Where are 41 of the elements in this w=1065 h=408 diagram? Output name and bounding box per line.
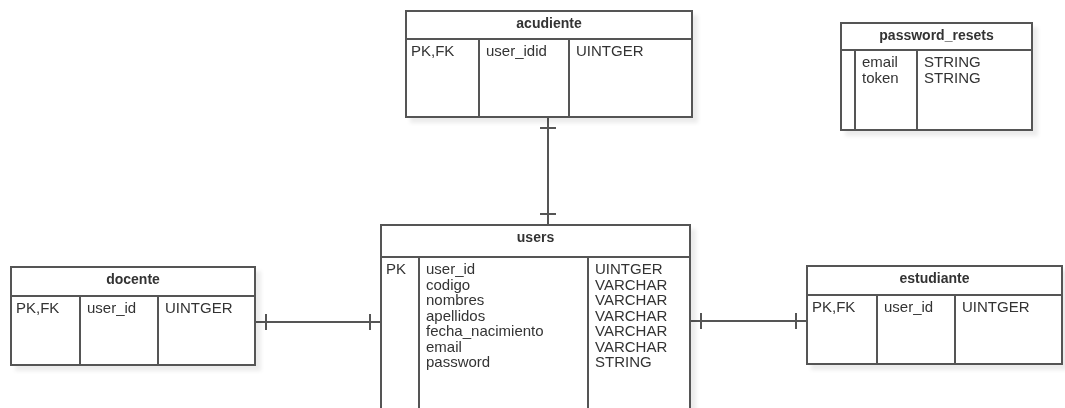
entity-table xyxy=(380,224,691,408)
table-name: estudiante xyxy=(899,270,970,286)
entity-table xyxy=(405,10,693,118)
table-name: users xyxy=(516,229,555,245)
column-type: VARCHAR xyxy=(595,323,668,339)
column-name: user_id xyxy=(87,300,137,316)
column-type: STRING xyxy=(924,54,981,70)
column-type: STRING xyxy=(924,69,981,85)
column-name: user_idid xyxy=(486,43,547,59)
column-name: apellidos xyxy=(426,307,486,323)
relationship-line xyxy=(690,312,807,330)
column-name: fecha_nacimiento xyxy=(426,323,544,339)
column-name: nombres xyxy=(426,292,485,308)
entity-table xyxy=(10,266,256,366)
table-name: password_resets xyxy=(879,27,994,43)
column-type: VARCHAR xyxy=(595,338,668,354)
table-name: docente xyxy=(106,271,160,287)
table-name: acudiente xyxy=(516,15,582,31)
column-name: password xyxy=(426,354,491,370)
key-marker: PK,FK xyxy=(411,43,455,59)
column-name: user_id xyxy=(426,261,476,277)
entity-table xyxy=(806,265,1063,365)
relationship-line xyxy=(255,313,381,331)
column-name: codigo xyxy=(426,276,471,292)
column-name: user_id xyxy=(884,299,934,315)
column-type: STRING xyxy=(595,354,652,370)
key-marker: PK,FK xyxy=(16,300,60,316)
column-name: token xyxy=(862,69,899,85)
entity-table xyxy=(840,22,1033,131)
column-name: email xyxy=(862,54,898,70)
column-type: VARCHAR xyxy=(595,307,668,323)
key-marker: PK xyxy=(386,261,406,277)
column-type: UINTGER xyxy=(576,43,644,59)
key-marker: PK,FK xyxy=(812,299,856,315)
column-name: email xyxy=(426,338,462,354)
column-type: UINTGER xyxy=(962,299,1030,315)
column-type: VARCHAR xyxy=(595,292,668,308)
relationship-line xyxy=(539,117,557,225)
column-type: UINTGER xyxy=(595,261,663,277)
column-type: UINTGER xyxy=(165,300,233,316)
column-type: VARCHAR xyxy=(595,276,668,292)
